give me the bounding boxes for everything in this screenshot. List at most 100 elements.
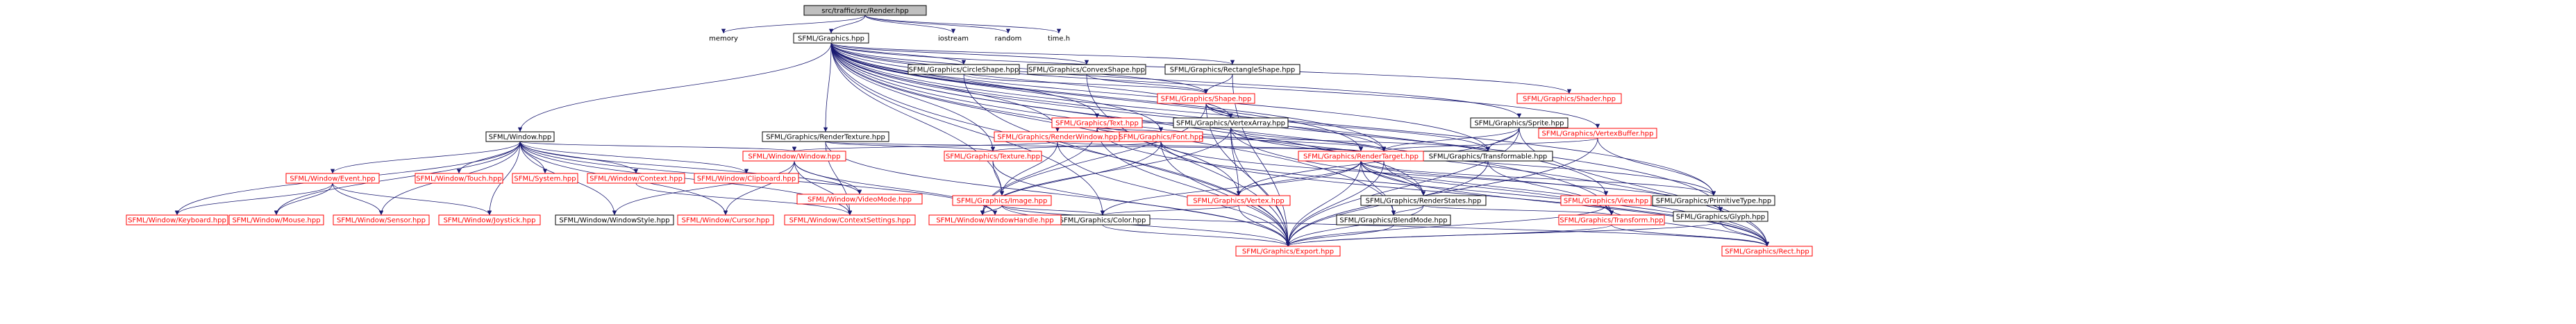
edge-graphics-vertexarray (830, 42, 1233, 119)
edge-vertexbuffer-primitive (1597, 137, 1716, 196)
node-renderwindow[interactable]: SFML/Graphics/RenderWindow.hpp (994, 131, 1121, 142)
node-wjoystick[interactable]: SFML/Window/Joystick.hpp (438, 214, 541, 225)
node-box (952, 195, 1052, 206)
node-label: SFML/Window/WindowHandle.hpp (936, 217, 1053, 225)
node-vertex[interactable]: SFML/Graphics/Vertex.hpp (1187, 195, 1291, 206)
node-label: SFML/Graphics/Sprite.hpp (1474, 120, 1564, 128)
node-convex[interactable]: SFML/Graphics/ConvexShape.hpp (1027, 64, 1146, 75)
node-label: SFML/Window.hpp (489, 134, 551, 142)
node-label: SFML/Window/Keyboard.hpp (128, 217, 226, 225)
node-system[interactable]: SFML/System.hpp (512, 173, 578, 184)
node-wcontext[interactable]: SFML/Window/Context.hpp (587, 173, 685, 184)
node-box (793, 33, 869, 44)
edge-window-wcontext (519, 141, 639, 174)
node-shape[interactable]: SFML/Graphics/Shape.hpp (1157, 93, 1255, 104)
node-box (1164, 64, 1300, 75)
edge-color-export (1102, 224, 1291, 247)
node-label: SFML/Graphics/Text.hpp (1055, 120, 1139, 128)
node-color[interactable]: SFML/Graphics/Color.hpp (1055, 214, 1151, 225)
node-wcontextsettings[interactable]: SFML/Window/ContextSettings.hpp (784, 214, 916, 225)
node-graphics[interactable]: SFML/Graphics.hpp (793, 33, 869, 44)
edge-shape-drawable (1205, 103, 1387, 152)
node-label: SFML/Window/Joystick.hpp (444, 217, 536, 225)
node-label: time.h (1048, 35, 1070, 43)
node-label: SFML/Graphics/RectangleShape.hpp (1170, 67, 1296, 74)
edge-sprite-vertex (1236, 127, 1520, 196)
node-label: SFML/Graphics/CircleShape.hpp (909, 67, 1019, 74)
edge-graphics-sprite (830, 42, 1522, 119)
node-wvideomode[interactable]: SFML/Window/VideoMode.hpp (796, 194, 923, 205)
edge-window-wwindow (519, 141, 796, 152)
edge-wwindow-wcursor (723, 160, 795, 216)
edge-graphics-convex (830, 42, 1089, 65)
node-wsensor[interactable]: SFML/Window/Sensor.hpp (333, 214, 430, 225)
node-text[interactable]: SFML/Graphics/Text.hpp (1051, 117, 1143, 128)
edge-rectshape-export (1232, 74, 1291, 247)
node-label: memory (709, 35, 738, 43)
node-blend[interactable]: SFML/Graphics/BlendMode.hpp (1336, 214, 1451, 225)
node-vertexbuffer[interactable]: SFML/Graphics/VertexBuffer.hpp (1538, 128, 1657, 139)
node-font[interactable]: SFML/Graphics/Font.hpp (1119, 131, 1203, 142)
node-rendertarget[interactable]: SFML/Graphics/RenderTarget.hpp (1298, 151, 1424, 162)
edge-vertexarray-primitive (1230, 127, 1716, 196)
node-primitive[interactable]: SFML/Graphics/PrimitiveType.hpp (1652, 195, 1775, 206)
node-box (415, 173, 503, 184)
node-wevent[interactable]: SFML/Window/Event.hpp (285, 173, 380, 184)
node-wtouch[interactable]: SFML/Window/Touch.hpp (415, 173, 503, 184)
node-memory[interactable]: memory (708, 33, 739, 43)
node-label: SFML/Graphics/RenderStates.hpp (1366, 198, 1482, 205)
node-transformable[interactable]: SFML/Graphics/Transformable.hpp (1423, 151, 1553, 162)
node-image[interactable]: SFML/Graphics/Image.hpp (952, 195, 1052, 206)
edge-window-wevent (330, 141, 521, 174)
node-box (803, 5, 927, 16)
node-box (1721, 246, 1813, 257)
node-rendertexture[interactable]: SFML/Graphics/RenderTexture.hpp (762, 131, 889, 142)
node-box (485, 131, 555, 142)
edge-rectshape-shape (1203, 74, 1233, 94)
edge-image-export (1001, 205, 1291, 247)
node-wcursor[interactable]: SFML/Window/Cursor.hpp (677, 214, 774, 225)
node-texture[interactable]: SFML/Graphics/Texture.hpp (944, 151, 1042, 162)
node-box (1298, 151, 1424, 162)
node-time[interactable]: time.h (1045, 33, 1073, 43)
node-renderstates[interactable]: SFML/Graphics/RenderStates.hpp (1360, 195, 1487, 206)
node-label: SFML/Window/Touch.hpp (416, 176, 501, 183)
node-wkeyboard[interactable]: SFML/Window/Keyboard.hpp (126, 214, 228, 225)
edge-window-wmouse (274, 141, 521, 216)
node-root[interactable]: src/traffic/src/Render.hpp (803, 5, 927, 16)
node-transform[interactable]: SFML/Graphics/Transform.hpp (1558, 214, 1665, 225)
node-box (1235, 246, 1341, 257)
node-circle[interactable]: SFML/Graphics/CircleShape.hpp (908, 64, 1020, 75)
edge-root-graphics (828, 15, 866, 34)
edge-root-iostream (864, 15, 956, 34)
edge-window-wvideomode (519, 141, 862, 195)
node-label: SFML/Graphics/PrimitiveType.hpp (1656, 198, 1771, 205)
edge-graphics-transform (830, 42, 1614, 216)
node-vertexarray[interactable]: SFML/Graphics/VertexArray.hpp (1173, 117, 1289, 128)
node-iostream[interactable]: iostream (936, 33, 971, 43)
node-box (762, 131, 889, 142)
node-wclipboard[interactable]: SFML/Window/Clipboard.hpp (694, 173, 799, 184)
edge-wevent-wsensor (332, 182, 384, 216)
node-box (1360, 195, 1487, 206)
node-random[interactable]: random (993, 33, 1023, 43)
node-rectshape[interactable]: SFML/Graphics/RectangleShape.hpp (1164, 64, 1300, 75)
node-wstyle[interactable]: SFML/Window/WindowStyle.hpp (555, 214, 674, 225)
node-box (587, 173, 685, 184)
node-label: SFML/Graphics/View.hpp (1564, 198, 1648, 205)
node-sprite[interactable]: SFML/Graphics/Sprite.hpp (1470, 117, 1569, 128)
edge-text-rect (1096, 127, 1770, 247)
node-label: SFML/Window/WindowStyle.hpp (559, 217, 669, 225)
node-label: SFML/Graphics/Shader.hpp (1523, 96, 1616, 103)
node-glyph[interactable]: SFML/Graphics/Glyph.hpp (1673, 211, 1768, 222)
node-shader[interactable]: SFML/Graphics/Shader.hpp (1516, 93, 1622, 104)
node-wwindow[interactable]: SFML/Window/Window.hpp (742, 151, 846, 162)
node-box (796, 194, 923, 205)
node-box (944, 151, 1042, 162)
node-whandle[interactable]: SFML/Window/WindowHandle.hpp (928, 214, 1062, 225)
node-window[interactable]: SFML/Window.hpp (485, 131, 555, 142)
node-view[interactable]: SFML/Graphics/View.hpp (1560, 195, 1652, 206)
node-wmouse[interactable]: SFML/Window/Mouse.hpp (228, 214, 324, 225)
node-export[interactable]: SFML/Graphics/Export.hpp (1235, 246, 1341, 257)
node-rect[interactable]: SFML/Graphics/Rect.hpp (1721, 246, 1813, 257)
